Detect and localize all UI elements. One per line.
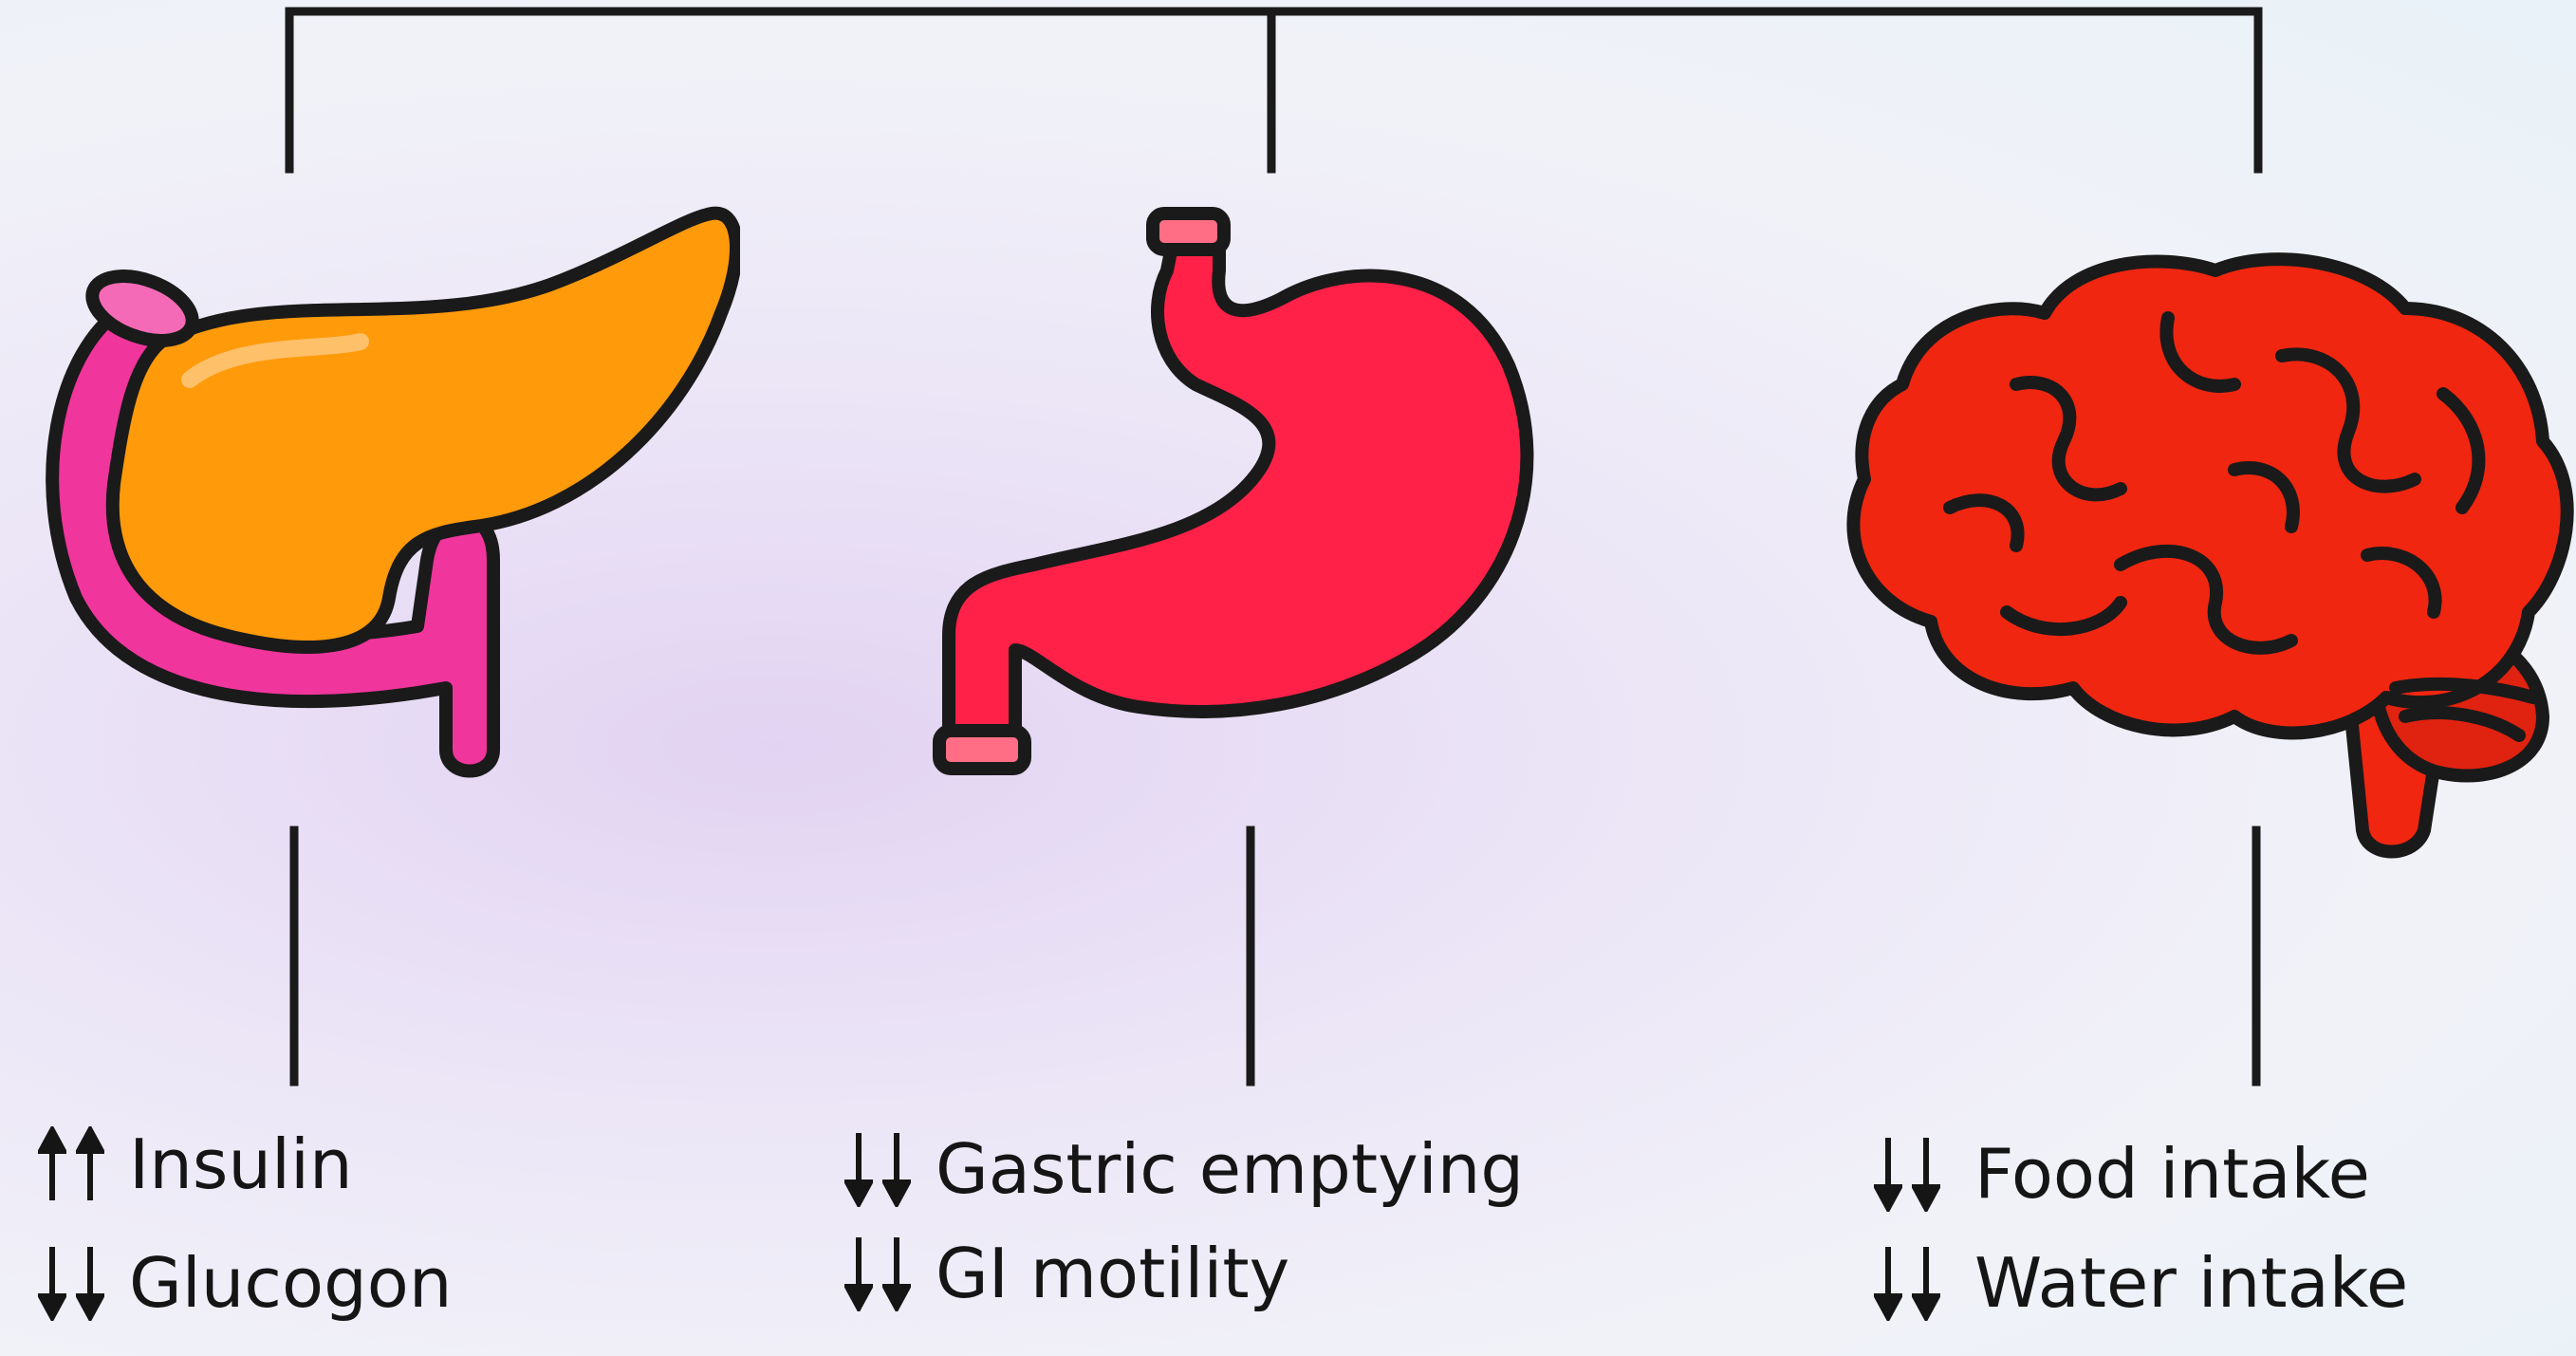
stomach-effect-gi-motility: GI motility: [844, 1234, 1289, 1313]
pancreas-icon: [19, 199, 740, 807]
stomach-body: [949, 223, 1527, 735]
down-arrow-icon: [882, 1235, 911, 1311]
brain-effect-food-intake: Food intake: [1874, 1134, 2370, 1214]
stomach-top-opening: [1153, 214, 1224, 250]
brain-effect-water-intake: Water intake: [1874, 1243, 2408, 1323]
stomach-icon: [930, 204, 1575, 792]
down-arrows: [1874, 1245, 1940, 1321]
down-arrow-icon: [1874, 1136, 1902, 1212]
stomach-effect-gastric-emptying: Gastric emptying: [844, 1129, 1524, 1209]
effect-label: Insulin: [129, 1124, 353, 1204]
effect-label: Food intake: [1974, 1134, 2370, 1214]
down-arrow-icon: [882, 1131, 911, 1207]
effect-label: GI motility: [936, 1234, 1289, 1313]
pancreas-effect-glucogon: Glucogon: [38, 1243, 452, 1323]
down-arrow-icon: [844, 1131, 873, 1207]
down-arrow-icon: [1912, 1136, 1940, 1212]
down-arrow-icon: [38, 1245, 66, 1321]
effect-label: Glucogon: [129, 1243, 452, 1323]
down-arrows: [844, 1235, 911, 1311]
down-arrow-icon: [1874, 1245, 1902, 1321]
down-arrows: [1874, 1136, 1940, 1212]
down-arrow-icon: [1912, 1245, 1940, 1321]
effect-label: Gastric emptying: [936, 1129, 1524, 1209]
pancreas-effect-insulin: Insulin: [38, 1124, 353, 1204]
brain-cerebrum: [1853, 259, 2567, 733]
stomach-bottom-opening: [939, 731, 1025, 769]
brain-icon: [1836, 242, 2576, 868]
down-arrow-icon: [844, 1235, 873, 1311]
up-arrow-icon: [76, 1126, 104, 1202]
up-arrow-icon: [38, 1126, 66, 1202]
up-arrows: [38, 1126, 104, 1202]
effect-label: Water intake: [1974, 1243, 2408, 1323]
down-arrows: [38, 1245, 104, 1321]
down-arrow-icon: [76, 1245, 104, 1321]
down-arrows: [844, 1131, 911, 1207]
